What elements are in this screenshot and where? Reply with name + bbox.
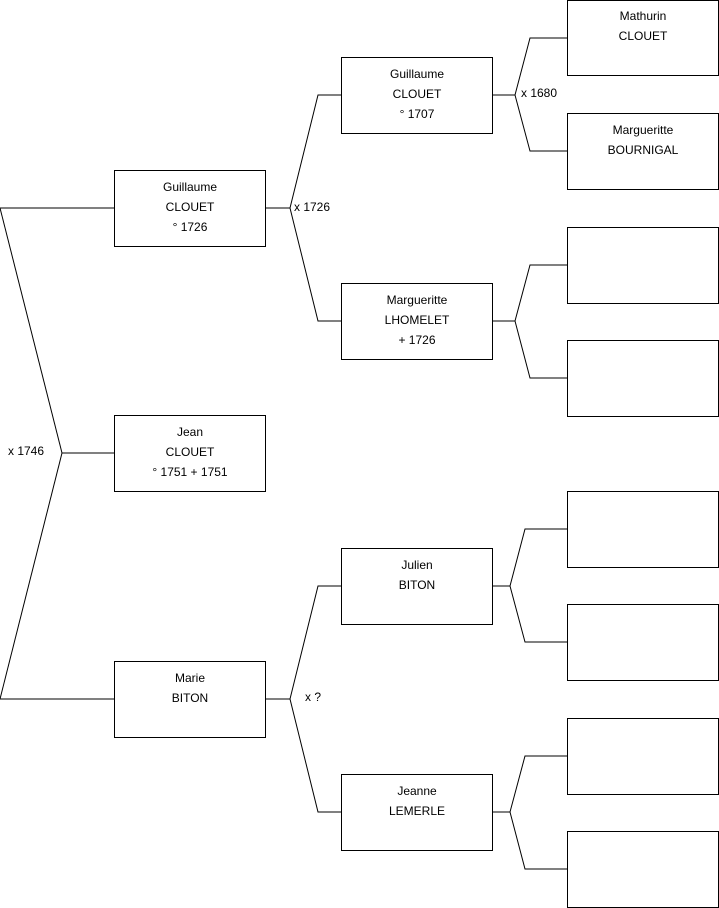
person-box-jeanne-lemerle[interactable]: Jeanne LEMERLE [341, 774, 493, 851]
connector-g1707-fork-top [514, 37, 567, 96]
person-box-mathurin-clouet[interactable]: Mathurin CLOUET [567, 0, 719, 76]
connector-jeanne-fork-bottom [509, 811, 567, 870]
person-last-name: LEMERLE [388, 804, 446, 818]
person-last-name: BITON [398, 578, 436, 592]
person-first-name: Margueritte [612, 123, 674, 137]
person-first-name: Mathurin [619, 9, 667, 23]
marriage-label-biton: x ? [305, 690, 322, 704]
person-last-name: CLOUET [392, 87, 442, 101]
marriage-label-root: x 1746 [8, 444, 45, 458]
person-box-empty-1[interactable] [567, 227, 719, 304]
person-last-name: LHOMELET [384, 313, 450, 327]
person-first-name: Guillaume [389, 67, 445, 81]
person-first-name: Margueritte [386, 293, 448, 307]
connector-root-fork-bottom [0, 452, 63, 700]
person-box-margueritte-bournigal[interactable]: Margueritte BOURNIGAL [567, 113, 719, 190]
person-first-name: Jean [176, 425, 204, 439]
connector-julien-fork-top [509, 528, 567, 587]
connector-root-fork-top [0, 207, 63, 454]
person-box-empty-4[interactable] [567, 604, 719, 681]
person-last-name: CLOUET [618, 29, 668, 43]
person-first-name: Marie [174, 671, 205, 685]
person-box-empty-2[interactable] [567, 340, 719, 417]
connector-lhomelet-fork-bottom [514, 320, 567, 379]
person-dates: + 1726 [398, 333, 436, 347]
person-box-empty-6[interactable] [567, 831, 719, 908]
connector-g1726-fork-top [289, 94, 341, 209]
person-box-margueritte-lhomelet[interactable]: Margueritte LHOMELET + 1726 [341, 283, 493, 360]
marriage-label-clouet-1680: x 1680 [521, 86, 558, 100]
person-box-guillaume-clouet-1726[interactable]: Guillaume CLOUET ° 1726 [114, 170, 266, 247]
person-last-name: CLOUET [165, 445, 215, 459]
connector-marie-fork-bottom [289, 698, 341, 813]
person-box-guillaume-clouet-1707[interactable]: Guillaume CLOUET ° 1707 [341, 57, 493, 134]
person-last-name: CLOUET [165, 200, 215, 214]
connector-marie-fork-top [289, 585, 341, 700]
connector-lhomelet-fork-top [514, 264, 567, 322]
connector-jeanne-fork-top [509, 755, 567, 813]
connector-g1726-fork-bottom [289, 207, 341, 322]
person-box-empty-5[interactable] [567, 718, 719, 795]
person-first-name: Guillaume [162, 180, 218, 194]
person-last-name: BITON [171, 691, 209, 705]
person-box-marie-biton[interactable]: Marie BITON [114, 661, 266, 738]
person-box-empty-3[interactable] [567, 491, 719, 568]
person-first-name: Julien [401, 558, 433, 572]
person-box-jean-clouet[interactable]: Jean CLOUET ° 1751 + 1751 [114, 415, 266, 492]
person-first-name: Jeanne [397, 784, 437, 798]
person-last-name: BOURNIGAL [607, 143, 679, 157]
person-dates: ° 1707 [399, 107, 435, 121]
person-dates: ° 1726 [172, 220, 208, 234]
connector-g1707-fork-bottom [514, 94, 567, 152]
person-dates: ° 1751 + 1751 [152, 465, 228, 479]
marriage-label-clouet-1726: x 1726 [294, 200, 331, 214]
person-box-julien-biton[interactable]: Julien BITON [341, 548, 493, 625]
connector-julien-fork-bottom [509, 585, 567, 643]
